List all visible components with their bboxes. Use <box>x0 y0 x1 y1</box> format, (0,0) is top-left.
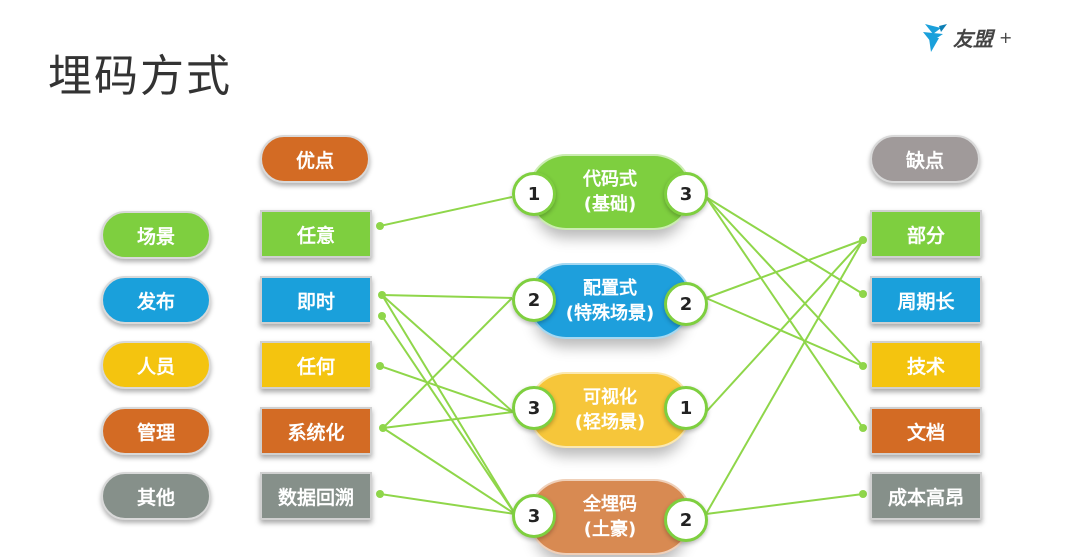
connector-dot <box>376 222 384 230</box>
pro-box: 任意 <box>260 210 372 258</box>
connector-line <box>381 315 516 515</box>
method-label: 代码式 <box>583 169 637 190</box>
method-left-number: 3 <box>512 494 556 538</box>
method-left-number: 2 <box>512 278 556 322</box>
con-box: 文档 <box>870 407 982 455</box>
con-box: 技术 <box>870 341 982 389</box>
pros-header: 优点 <box>260 135 370 183</box>
method-sublabel: (土豪) <box>583 519 637 540</box>
umeng-bird-icon <box>923 24 947 52</box>
connector-line <box>705 196 864 429</box>
connector-dot <box>376 362 384 370</box>
connector-dot <box>376 490 384 498</box>
method-label: 可视化 <box>583 387 637 408</box>
connector-line <box>381 294 514 413</box>
con-box: 周期长 <box>870 276 982 324</box>
method-sublabel: (轻场景) <box>574 412 646 433</box>
connector-dot <box>379 424 387 432</box>
connector-dot <box>859 490 867 498</box>
connector-dot <box>859 290 867 298</box>
connector-line <box>705 239 864 413</box>
connector-dot <box>859 236 867 244</box>
connector-line <box>381 294 513 299</box>
connector-dot <box>378 312 386 320</box>
method-right-number: 1 <box>664 386 708 430</box>
connector-dot <box>859 424 867 432</box>
connector-dot <box>378 291 386 299</box>
category-release: 发布 <box>101 276 211 324</box>
logo: 友盟 + <box>921 20 1012 54</box>
method-right-number: 3 <box>664 172 708 216</box>
method-left-number: 3 <box>512 386 556 430</box>
pro-box: 数据回溯 <box>260 472 372 520</box>
method-sublabel: (特殊场景) <box>565 303 655 324</box>
pro-box: 即时 <box>260 276 372 324</box>
method-right-number: 2 <box>664 498 708 542</box>
category-staff: 人员 <box>101 341 211 389</box>
connector-line <box>381 294 516 515</box>
category-scene: 场景 <box>101 211 211 259</box>
connector-line <box>705 239 864 515</box>
method-sublabel: (基础) <box>583 194 637 215</box>
category-other: 其他 <box>101 472 211 520</box>
connector-dot <box>859 362 867 370</box>
connector-line <box>705 297 864 367</box>
con-box: 成本高昂 <box>870 472 982 520</box>
category-management: 管理 <box>101 407 211 455</box>
logo-plus: + <box>999 27 1013 47</box>
con-box: 部分 <box>870 210 982 258</box>
method-right-number: 2 <box>664 282 708 326</box>
connector-line <box>382 297 513 429</box>
method-left-number: 1 <box>512 172 556 216</box>
connector-line <box>382 411 514 429</box>
connector-line <box>379 493 516 515</box>
connector-line <box>705 239 864 299</box>
method-label: 全埋码 <box>583 494 637 515</box>
page-title: 埋码方式 <box>48 51 232 102</box>
connector-line <box>379 196 513 227</box>
connector-line <box>379 365 514 413</box>
connector-line <box>705 196 864 367</box>
pro-box: 任何 <box>260 341 372 389</box>
pro-box: 系统化 <box>260 407 372 455</box>
connector-line <box>705 493 864 515</box>
connector-line <box>382 427 516 515</box>
connector-line <box>705 196 864 295</box>
logo-text: 友盟 <box>953 26 993 51</box>
method-label: 配置式 <box>583 278 637 299</box>
cons-header: 缺点 <box>870 135 980 183</box>
